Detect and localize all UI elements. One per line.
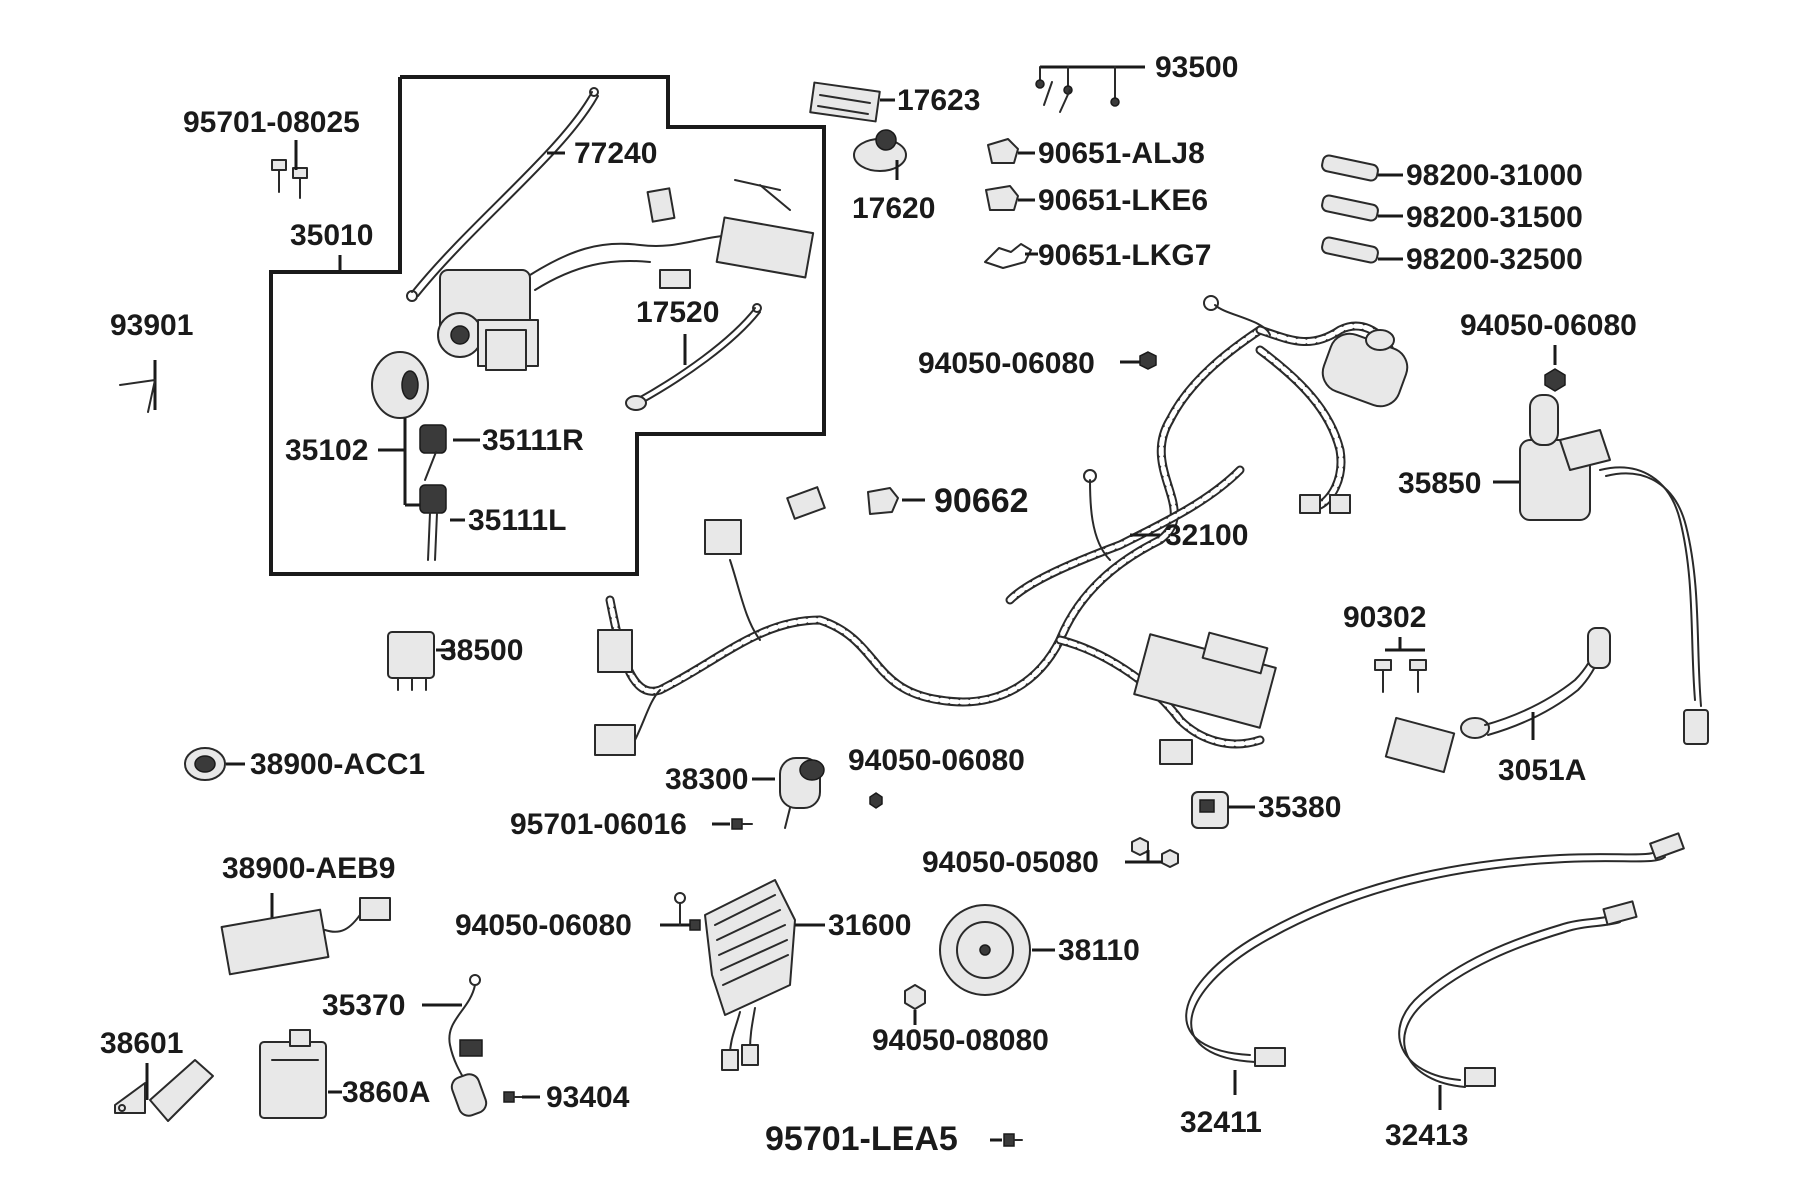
label-3860A: 3860A (342, 1076, 430, 1109)
sensor-35370 (422, 974, 488, 1117)
label-35010: 35010 (290, 219, 373, 252)
label-32100: 32100 (1165, 519, 1248, 552)
module-38900-AEB9 (220, 893, 391, 976)
sensor-38300 (752, 757, 825, 829)
label-90662: 90662 (934, 482, 1029, 520)
bolt-icon (503, 1091, 540, 1103)
label-31600: 31600 (828, 909, 911, 942)
clamp-icon (867, 487, 925, 515)
battery-cable-icon (1185, 832, 1685, 1095)
label-38900-AEB9: 38900-AEB9 (222, 852, 395, 885)
label-38110: 38110 (1058, 934, 1140, 967)
label-94050-06080-a: 94050-06080 (918, 347, 1095, 380)
label-38500: 38500 (440, 634, 523, 667)
nut-icon (1120, 351, 1157, 370)
bolt-icon (271, 140, 308, 199)
label-93901: 93901 (110, 309, 193, 342)
bracket-38601 (114, 1059, 214, 1122)
label-94050-05080: 94050-05080 (922, 846, 1099, 879)
label-32411: 32411 (1180, 1106, 1262, 1139)
ignition-group-frame (269, 75, 826, 576)
label-93404: 93404 (546, 1081, 630, 1114)
label-90651-ALJ8: 90651-ALJ8 (1038, 137, 1205, 170)
socket-38900-ACC1 (184, 747, 245, 781)
label-35102: 35102 (285, 434, 368, 467)
label-90651-LKG7: 90651-LKG7 (1038, 239, 1211, 272)
bolt-icon (660, 892, 701, 931)
bracket-17620 (853, 129, 907, 180)
label-3051A: 3051A (1498, 754, 1586, 787)
nut-icon (1544, 345, 1566, 392)
label-17620: 17620 (852, 192, 935, 225)
label-38300: 38300 (665, 763, 748, 796)
label-98200-31500: 98200-31500 (1406, 201, 1583, 234)
bolt-icon (990, 1133, 1023, 1147)
relay-icon (387, 631, 455, 691)
label-94050-06080-b: 94050-06080 (1460, 309, 1637, 342)
label-98200-31000: 98200-31000 (1406, 159, 1583, 192)
label-95701-LEA5: 95701-LEA5 (765, 1120, 958, 1158)
key-icon (405, 424, 480, 561)
label-95701-06016: 95701-06016 (510, 808, 687, 841)
nut-icon (904, 984, 926, 1025)
relay-icon (259, 1029, 342, 1119)
ignition-switch-icon (437, 179, 815, 371)
label-35111L: 35111L (468, 504, 566, 537)
label-35111R: 35111R (482, 424, 584, 457)
wire-harness-icon (594, 295, 1409, 765)
cable-77240 (406, 87, 599, 302)
battery-cable-icon (1398, 900, 1638, 1110)
sensor-17623 (809, 81, 895, 123)
label-35380: 35380 (1258, 791, 1341, 824)
label-38900-ACC1: 38900-ACC1 (250, 748, 425, 781)
clip-93901 (119, 360, 157, 413)
nut-icon (1125, 837, 1179, 868)
bolt-icon (1374, 637, 1427, 693)
lock-cap-35102 (371, 351, 429, 419)
fuse-icon (1321, 154, 1403, 264)
regulator-rectifier-icon (704, 879, 825, 1071)
cable-17520 (625, 303, 762, 411)
nut-icon (869, 792, 883, 809)
label-32413: 32413 (1385, 1119, 1468, 1152)
bolt-icon (712, 818, 753, 830)
label-94050-06080-c: 94050-06080 (848, 744, 1025, 777)
label-35850: 35850 (1398, 467, 1481, 500)
label-98200-32500: 98200-32500 (1406, 243, 1583, 276)
label-77240: 77240 (574, 137, 657, 170)
label-17520: 17520 (636, 296, 719, 329)
label-94050-08080: 94050-08080 (872, 1024, 1049, 1057)
label-95701-08025: 95701-08025 (183, 106, 360, 139)
label-93500: 93500 (1155, 51, 1238, 84)
label-90302: 90302 (1343, 601, 1426, 634)
label-94050-06080-d: 94050-06080 (455, 909, 632, 942)
label-35370: 35370 (322, 989, 405, 1022)
clamp-icon (984, 138, 1038, 269)
label-38601: 38601 (100, 1027, 183, 1060)
spark-plug-cap-3051A (1384, 627, 1611, 774)
sensor-35380 (1191, 791, 1255, 829)
horn-icon (939, 904, 1055, 996)
label-17623: 17623 (897, 84, 980, 117)
label-90651-LKE6: 90651-LKE6 (1038, 184, 1208, 217)
ignition-coil-icon (1493, 394, 1709, 745)
wire-set-93500 (1035, 65, 1145, 113)
